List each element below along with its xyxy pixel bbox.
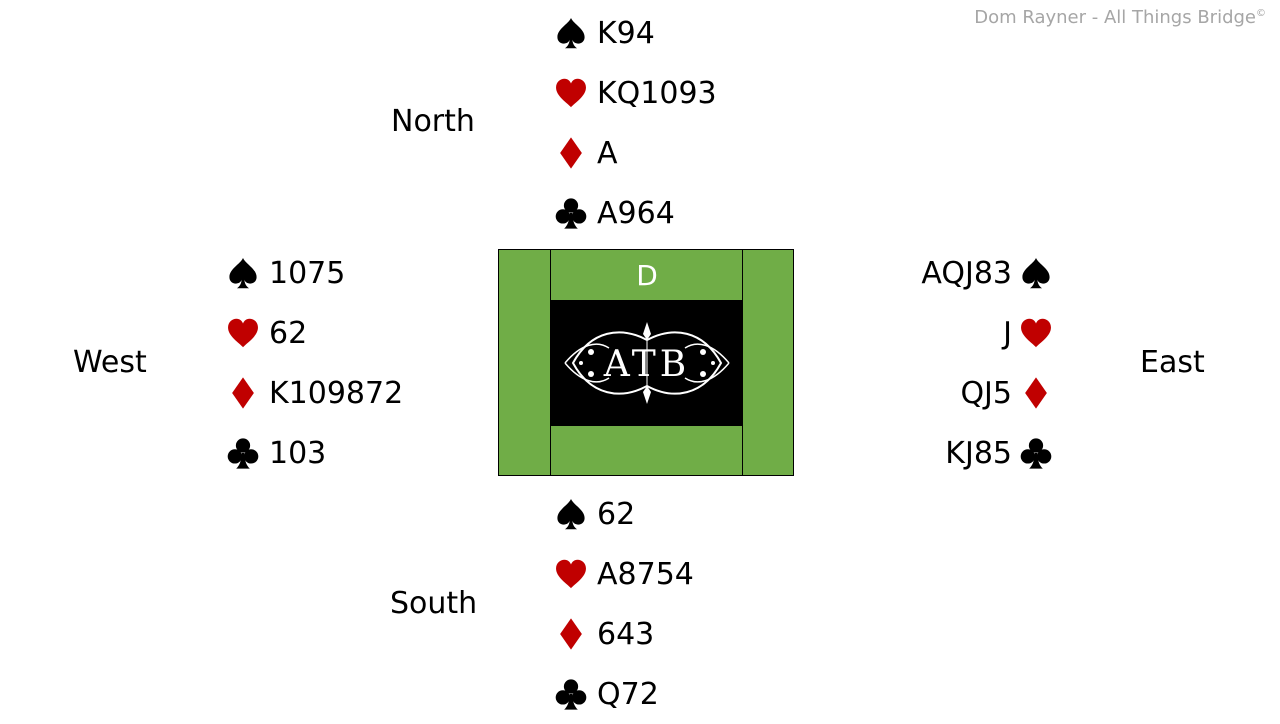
east-clubs-row: KJ85 bbox=[921, 423, 1054, 483]
spade-icon bbox=[553, 15, 589, 51]
north-hearts-row: KQ1093 bbox=[553, 63, 717, 123]
seat-label-west: West bbox=[73, 345, 147, 380]
spade-icon bbox=[225, 255, 261, 291]
diamond-icon bbox=[225, 375, 261, 411]
atb-logo-graphic: ATB bbox=[564, 322, 730, 404]
east-spades-cards: AQJ83 bbox=[921, 255, 1012, 291]
heart-icon bbox=[553, 75, 589, 111]
north-diamonds-cards: A bbox=[597, 135, 618, 171]
west-spades-row: 1075 bbox=[225, 243, 403, 303]
west-clubs-row: 103 bbox=[225, 423, 403, 483]
heart-icon bbox=[225, 315, 261, 351]
club-icon bbox=[553, 195, 589, 231]
south-spades-row: 62 bbox=[553, 484, 694, 544]
west-spades-cards: 1075 bbox=[269, 255, 346, 291]
table-divider-left bbox=[550, 250, 551, 475]
west-diamonds-cards: K109872 bbox=[269, 375, 404, 411]
atb-logo-text: ATB bbox=[603, 344, 691, 385]
dealer-indicator: D bbox=[636, 258, 658, 292]
south-diamonds-cards: 643 bbox=[597, 616, 655, 652]
diamond-icon bbox=[553, 616, 589, 652]
east-hearts-cards: J bbox=[1003, 315, 1012, 351]
west-clubs-cards: 103 bbox=[269, 435, 327, 471]
north-diamonds-row: A bbox=[553, 123, 717, 183]
south-hearts-row: A8754 bbox=[553, 544, 694, 604]
south-hand: 62 A8754 643 Q72 bbox=[553, 484, 694, 724]
spade-icon bbox=[553, 496, 589, 532]
east-hearts-row: J bbox=[921, 303, 1054, 363]
north-spades-cards: K94 bbox=[597, 15, 655, 51]
heart-icon bbox=[553, 556, 589, 592]
south-hearts-cards: A8754 bbox=[597, 556, 694, 592]
seat-label-east: East bbox=[1140, 345, 1205, 380]
atb-logo: ATB bbox=[551, 300, 743, 426]
seat-label-south: South bbox=[390, 586, 478, 621]
club-icon bbox=[1018, 435, 1054, 471]
credit-text: Dom Rayner - All Things Bridge© bbox=[974, 7, 1266, 28]
club-icon bbox=[553, 676, 589, 712]
seat-label-north: North bbox=[391, 104, 475, 139]
west-diamonds-row: K109872 bbox=[225, 363, 403, 423]
east-hand: AQJ83 J QJ5 KJ85 bbox=[921, 243, 1054, 483]
south-clubs-cards: Q72 bbox=[597, 676, 659, 712]
west-hand: 1075 62 K109872 103 bbox=[225, 243, 403, 483]
bridge-table: D ATB bbox=[498, 249, 794, 476]
north-spades-row: K94 bbox=[553, 3, 717, 63]
credit-label: Dom Rayner - All Things Bridge bbox=[974, 7, 1256, 28]
south-diamonds-row: 643 bbox=[553, 604, 694, 664]
east-diamonds-row: QJ5 bbox=[921, 363, 1054, 423]
south-clubs-row: Q72 bbox=[553, 664, 694, 724]
north-clubs-cards: A964 bbox=[597, 195, 675, 231]
south-spades-cards: 62 bbox=[597, 496, 636, 532]
north-clubs-row: A964 bbox=[553, 183, 717, 243]
north-hand: K94 KQ1093 A A964 bbox=[553, 3, 717, 243]
diamond-icon bbox=[1018, 375, 1054, 411]
spade-icon bbox=[1018, 255, 1054, 291]
east-spades-row: AQJ83 bbox=[921, 243, 1054, 303]
north-hearts-cards: KQ1093 bbox=[597, 75, 717, 111]
club-icon bbox=[225, 435, 261, 471]
west-hearts-row: 62 bbox=[225, 303, 403, 363]
diamond-icon bbox=[553, 135, 589, 171]
east-diamonds-cards: QJ5 bbox=[960, 375, 1012, 411]
east-clubs-cards: KJ85 bbox=[945, 435, 1012, 471]
heart-icon bbox=[1018, 315, 1054, 351]
copyright-symbol: © bbox=[1256, 8, 1266, 19]
west-hearts-cards: 62 bbox=[269, 315, 308, 351]
